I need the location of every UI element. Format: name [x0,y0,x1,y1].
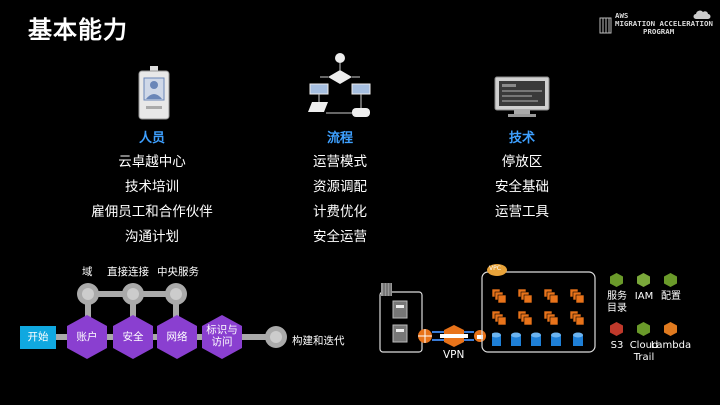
process-item: 安全运营 [313,229,367,245]
network-architecture-diagram [379,264,596,353]
database-icon [551,332,561,346]
server-icon [392,300,408,319]
process-item: 运营模式 [313,154,367,170]
vpc-resource-grid [491,288,585,346]
central-services-node [165,283,187,305]
service-label: S3 [610,340,624,351]
lambda-icon [664,322,677,336]
service-label: 配置 [661,291,681,302]
logo-text: AWS MIGRATION ACCELERATION PROGRAM [615,11,713,37]
build-iterate-label: 构建和迭代 [292,335,345,347]
direct-connect-label: 直接连接 [107,266,149,278]
logo-line-aws: AWS [615,11,629,20]
ec2-instance-icon [517,288,533,304]
id-badge-icon [138,66,170,120]
account-hexagon [67,315,107,359]
ec2-instance-icon [543,288,559,304]
process-heading: 流程 [326,131,353,146]
service-label: 服务 目录 [607,291,627,314]
ec2-instance-icon [491,288,507,304]
s3-bucket-icon [610,322,623,336]
database-icon [491,332,501,346]
people-heading: 人员 [138,131,165,146]
service-label: IAM [634,291,654,302]
central-services-label: 中央服务 [157,266,199,278]
people-item: 沟通计划 [125,229,179,245]
technology-item: 运营工具 [495,204,549,220]
config-icon [664,273,677,287]
database-icon [511,332,521,346]
service-label: Lambda [650,340,692,351]
datacenter-building-icon [381,283,392,296]
build-iterate-node [265,326,287,348]
network-label: 网络 [166,331,188,343]
ec2-instance-icon [491,310,507,326]
vpn-label: VPN [443,349,465,361]
process-item: 计费优化 [313,204,367,220]
logo-graphic-icon [599,10,711,34]
vpn-gateway-icon [474,330,486,342]
people-column: 人员 云卓越中心 技术培训 雇佣员工和合作伙伴 沟通计划 [62,127,242,250]
server-icon [392,324,408,343]
logo-line-migration: MIGRATION ACCELERATION [615,19,713,29]
service-catalog-icon [610,273,623,287]
identity-access-hexagon [202,315,242,359]
people-item: 云卓越中心 [118,154,186,170]
process-item: 资源调配 [313,179,367,195]
technology-item: 停放区 [501,154,543,170]
vpc-badge-label: VPC [489,265,501,272]
domain-node [77,283,99,305]
network-hexagon [157,315,197,359]
process-flowchart-icon [308,53,371,117]
service-label: Cloud Trail [629,340,659,363]
technology-item: 安全基础 [495,179,549,195]
account-label: 账户 [76,331,98,343]
landing-zone-flow-diagram [56,283,287,359]
iam-key-icon [637,273,650,287]
security-label: 安全 [122,331,144,343]
vpn-connection-icon [440,325,468,347]
technology-heading: 技术 [508,131,535,146]
domain-label: 域 [82,266,93,278]
customer-gateway-icon [418,329,432,343]
cloudtrail-icon [637,322,650,336]
monitor-technology-icon [494,76,550,117]
ec2-instance-icon [569,288,585,304]
ec2-instance-icon [517,310,533,326]
ec2-instance-icon [569,310,585,326]
people-item: 技术培训 [125,179,179,195]
ec2-instance-icon [543,310,559,326]
process-column: 流程 运营模式 资源调配 计费优化 安全运营 [250,127,430,250]
technology-column: 技术 停放区 安全基础 运营工具 [432,127,612,225]
database-icon [573,332,583,346]
page-title: 基本能力 [28,16,128,44]
start-button: 开始 [20,326,56,349]
logo-line-program: PROGRAM [643,27,675,37]
vpc-resources [491,285,588,351]
security-hexagon [113,315,153,359]
direct-connect-node [122,283,144,305]
database-icon [531,332,541,346]
identity-access-label: 标识与 访问 [206,324,238,348]
people-item: 雇佣员工和合作伙伴 [91,204,213,220]
aws-map-logo: AWS MIGRATION ACCELERATION PROGRAM [598,8,714,38]
vpc-cloud-icon [487,264,507,276]
